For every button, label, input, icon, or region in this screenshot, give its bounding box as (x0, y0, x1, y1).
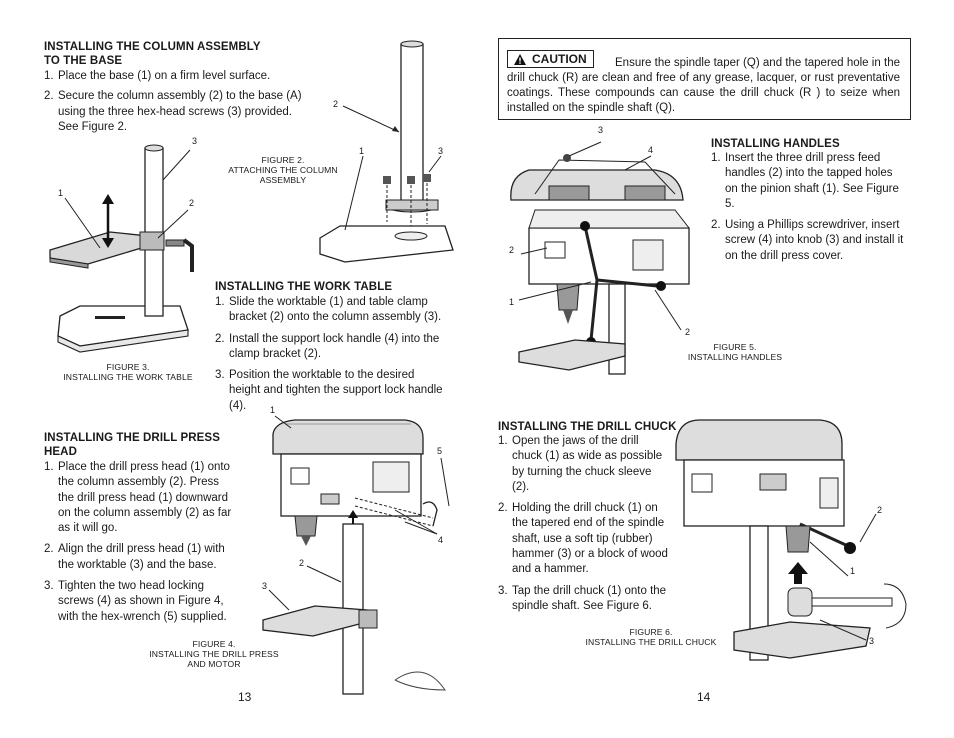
handles-steps: 1.Insert the three drill press feed hand… (711, 151, 908, 270)
drill-chuck-heading: INSTALLING THE DRILL CHUCK (498, 421, 677, 433)
list-item: 2.Install the support lock handle (4) in… (215, 332, 440, 360)
caution-box (498, 38, 911, 120)
figure-3-illustration (49, 144, 194, 353)
fig4-callout-5: 5 (437, 446, 443, 456)
figure-2-caption: FIGURE 2. ATTACHING THE COLUMN ASSEMBLY (228, 155, 338, 185)
fig5-callout-1: 1 (509, 297, 515, 307)
figure-4-caption: FIGURE 4. INSTALLING THE DRILL PRESS AND… (149, 639, 279, 669)
page-number-14: 14 (697, 690, 711, 704)
figure-5-illustration (510, 141, 691, 375)
figure-6-illustration (675, 419, 907, 661)
list-item: 1.Insert the three drill press feed hand… (711, 152, 899, 210)
figure-6-caption: FIGURE 6. INSTALLING THE DRILL CHUCK (585, 627, 717, 647)
column-assembly-heading: INSTALLING THE COLUMN ASSEMBLY TO THE BA… (44, 41, 261, 67)
fig5-callout-3: 3 (598, 125, 604, 135)
warning-triangle-icon (514, 53, 526, 65)
list-item: 1.Place the drill press head (1) onto th… (44, 461, 232, 535)
fig4-callout-2: 2 (299, 558, 305, 568)
fig3-callout-3: 3 (192, 136, 198, 146)
caution-badge: CAUTION (507, 50, 594, 68)
work-table-steps: 1.Slide the worktable (1) and table clam… (215, 295, 447, 420)
list-item: 3.Tap the drill chuck (1) onto the spind… (498, 584, 667, 612)
list-item: 2.Holding the drill chuck (1) on the tap… (498, 502, 668, 576)
figure-2-illustration (319, 40, 454, 263)
fig4-callout-3: 3 (262, 581, 268, 591)
fig6-callout-1: 1 (850, 566, 856, 576)
list-item: 2.Using a Phillips screwdriver, insert s… (711, 219, 904, 262)
list-item: 2.Secure the column assembly (2) to the … (44, 90, 302, 133)
list-item: 3.Tighten the two head locking screws (4… (44, 580, 227, 623)
column-assembly-steps: 1.Place the base (1) on a firm level sur… (44, 69, 309, 141)
figure-4-illustration (262, 415, 450, 695)
figure-5-caption: FIGURE 5. INSTALLING HANDLES (687, 342, 783, 362)
drill-chuck-steps: 1.Open the jaws of the drill chuck (1) a… (498, 434, 670, 620)
list-item: 1.Slide the worktable (1) and table clam… (215, 296, 442, 324)
list-item: 2.Align the drill press head (1) with th… (44, 543, 225, 571)
fig2-callout-2: 2 (333, 99, 339, 109)
fig6-callout-2: 2 (877, 505, 883, 515)
fig5-callout-2b: 2 (685, 327, 691, 337)
fig2-callout-3: 3 (438, 146, 444, 156)
fig2-callout-1: 1 (359, 146, 365, 156)
list-item: 1.Open the jaws of the drill chuck (1) a… (498, 435, 663, 493)
list-item: 1.Place the base (1) on a firm level sur… (44, 70, 271, 82)
list-item: 3.Position the worktable to the desired … (215, 369, 443, 412)
fig4-callout-1: 1 (270, 405, 276, 415)
work-table-heading: INSTALLING THE WORK TABLE (215, 281, 393, 293)
caution-text: Ensure the spindle taper (Q) and the tap… (507, 57, 900, 114)
fig4-callout-4: 4 (438, 535, 444, 545)
fig3-callout-1: 1 (58, 188, 64, 198)
fig5-callout-4: 4 (648, 145, 654, 155)
drill-press-head-heading: INSTALLING THE DRILL PRESS HEAD (44, 432, 220, 458)
fig5-callout-2a: 2 (509, 245, 515, 255)
drill-press-head-steps: 1.Place the drill press head (1) onto th… (44, 460, 236, 631)
page-number-13: 13 (238, 690, 252, 704)
fig3-callout-2: 2 (189, 198, 195, 208)
fig6-callout-3: 3 (869, 636, 875, 646)
figure-3-caption: FIGURE 3. INSTALLING THE WORK TABLE (63, 362, 193, 382)
handles-heading: INSTALLING HANDLES (711, 138, 840, 150)
